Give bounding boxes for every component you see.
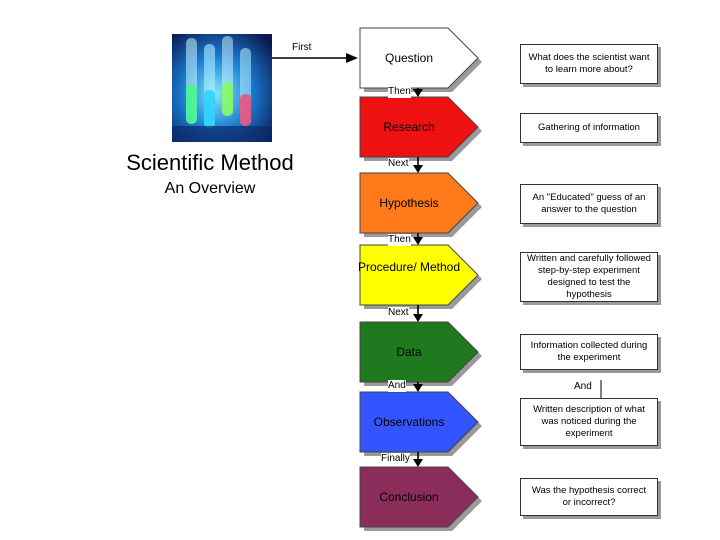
connector-arrowhead [413, 89, 423, 97]
connector-arrowhead [413, 314, 423, 322]
step-label: Research [383, 119, 435, 134]
step-description: Was the hypothesis correct or incorrect? [520, 478, 658, 516]
step-arrow [359, 391, 479, 453]
connector-arrowhead [413, 165, 423, 173]
first-label: First [292, 42, 312, 53]
right-and-label: And [574, 381, 592, 392]
step-description: Gathering of information [520, 113, 658, 143]
step-label: Hypothesis [379, 195, 439, 210]
transition-label: Next [388, 158, 409, 170]
step-description: What does the scientist want to learn mo… [520, 44, 658, 84]
transition-label: Then [388, 86, 411, 98]
page-title: Scientific Method [126, 150, 294, 175]
step-label: Data [396, 344, 422, 359]
step-description: Written and carefully followed step-by-s… [520, 252, 658, 302]
step-description: An "Educated" guess of an answer to the … [520, 184, 658, 224]
transition-label: Next [388, 307, 409, 319]
transition-label: And [388, 380, 406, 392]
connector-arrowhead [413, 459, 423, 467]
connector-arrowhead [413, 384, 423, 392]
step-arrow [359, 244, 479, 306]
page-subtitle: An Overview [164, 180, 256, 197]
step-arrow [359, 466, 479, 528]
test-tubes-photo [172, 34, 272, 142]
step-description: Written description of what was noticed … [520, 398, 658, 446]
step-arrow [359, 96, 479, 158]
step-label: Procedure/ Method [357, 260, 461, 274]
first-connector-arrowhead [346, 53, 358, 63]
step-arrow [359, 27, 479, 89]
step-description: Information collected during the experim… [520, 334, 658, 370]
step-arrow [359, 321, 479, 383]
step-label: Observations [373, 414, 445, 429]
step-label: Conclusion [379, 489, 439, 504]
transition-label: Finally [381, 453, 410, 465]
connector-arrowhead [413, 237, 423, 245]
step-label: Question [384, 50, 434, 65]
transition-label: Then [388, 234, 411, 246]
step-arrow [359, 172, 479, 234]
test-tubes-image [172, 34, 272, 142]
